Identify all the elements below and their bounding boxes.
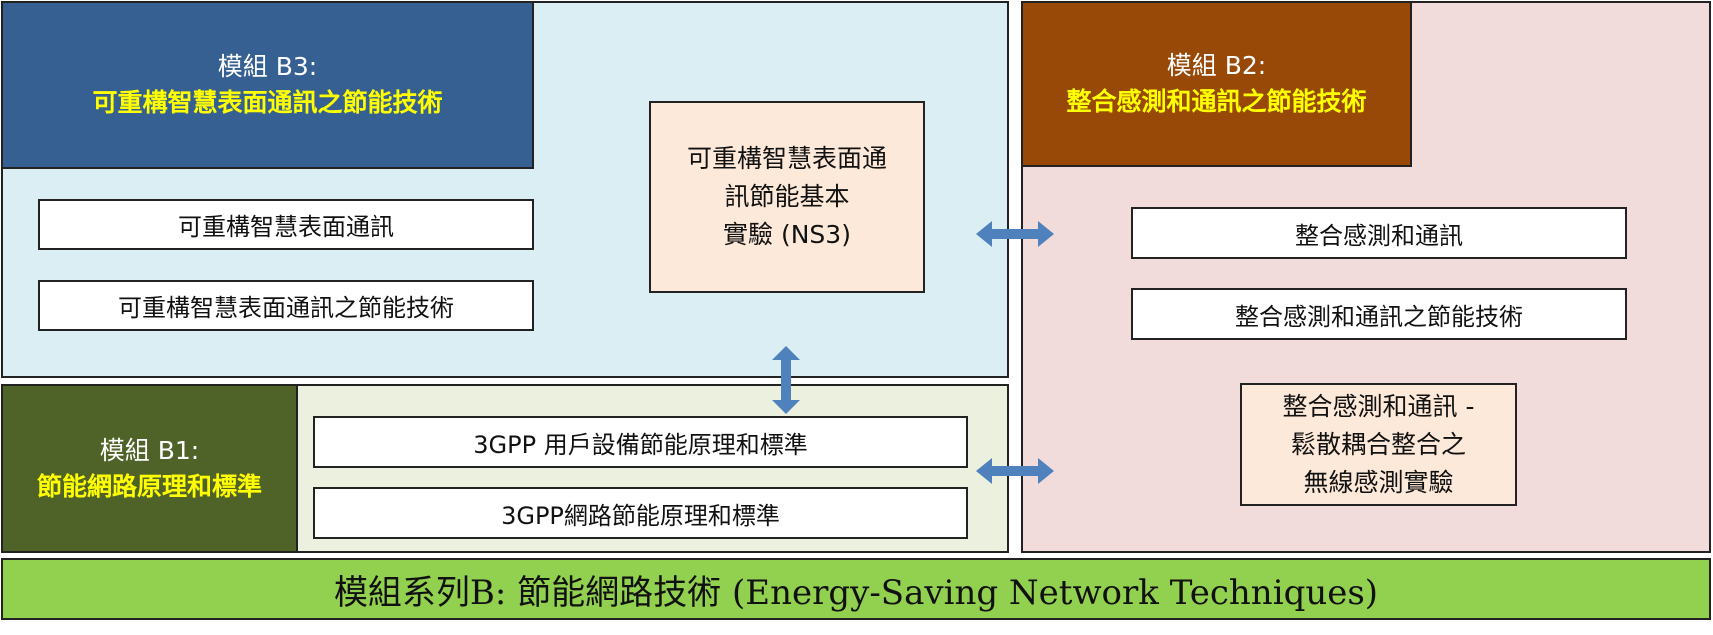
module-b2-item-2: 整合感測和通訊之節能技術 <box>1131 288 1627 340</box>
module-b1-item-1: 3GPP 用戶設備節能原理和標準 <box>313 416 968 468</box>
module-b1-title-line1: 模組 B1: <box>99 435 200 465</box>
module-b3-item-1: 可重構智慧表面通訊 <box>38 199 534 250</box>
module-b3-title-line2: 可重構智慧表面通訊之節能技術 <box>92 88 443 117</box>
module-b2-experiment: 整合感測和通訊 - 鬆散耦合整合之 無線感測實驗 <box>1240 383 1517 506</box>
module-b2-item-1: 整合感測和通訊 <box>1131 207 1627 259</box>
double-arrow-icon <box>976 458 1054 484</box>
module-b1-header: 模組 B1: 節能網路原理和標準 <box>1 384 298 553</box>
module-b2-title-line2: 整合感測和通訊之節能技術 <box>1066 87 1367 116</box>
double-arrow-icon <box>976 221 1054 247</box>
module-b3-experiment: 可重構智慧表面通 訊節能基本 實驗 (NS3) <box>649 101 925 293</box>
module-b3-header: 模組 B3: 可重構智慧表面通訊之節能技術 <box>1 1 534 169</box>
module-b2-title-line1: 模組 B2: <box>1166 51 1267 80</box>
module-b1-item-2: 3GPP網路節能原理和標準 <box>313 487 968 539</box>
module-b1-title-line2: 節能網路原理和標準 <box>36 471 262 501</box>
module-b3-item-2: 可重構智慧表面通訊之節能技術 <box>38 280 534 331</box>
double-arrow-icon <box>772 346 800 414</box>
module-series-b-banner: 模組系列B: 節能網路技術 (Energy-Saving Network Tec… <box>1 558 1711 620</box>
module-b3-title-line1: 模組 B3: <box>217 52 318 81</box>
module-b2-header: 模組 B2: 整合感測和通訊之節能技術 <box>1021 1 1412 167</box>
